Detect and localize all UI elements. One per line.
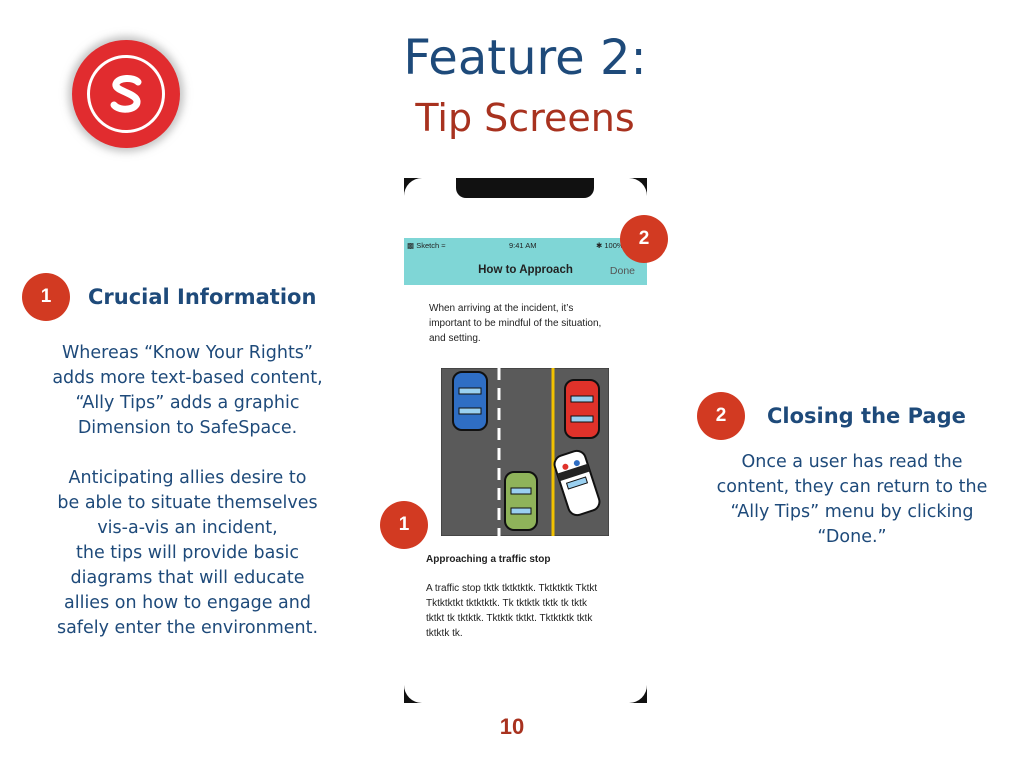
paragraph-line: be able to situate themselves: [57, 493, 318, 513]
status-carrier: ▩ Sketch ≈: [407, 241, 446, 250]
intro-line: When arriving at the incident, it’s: [429, 303, 574, 314]
nav-bar: ▩ Sketch ≈ 9:41 AM ✱ 100% How to Approac…: [404, 238, 647, 285]
phone-corner: [404, 685, 422, 703]
phone-corner: [629, 685, 647, 703]
paragraph-line: “Ally Tips” menu by clicking: [730, 502, 974, 522]
step-badge-2-overlay: 2: [620, 215, 668, 263]
closing-page-paragraph: Once a user has read the content, they c…: [712, 450, 992, 550]
green-car-icon: [504, 471, 538, 531]
body-line: tktkt tk tktktk. Tktktk tktkt. Tktktktk …: [426, 613, 593, 624]
phone-mockup: ▩ Sketch ≈ 9:41 AM ✱ 100% How to Approac…: [404, 178, 647, 703]
crucial-info-heading: Crucial Information: [88, 285, 317, 309]
step-badge-1: 1: [22, 273, 70, 321]
wifi-icon: ≈: [441, 241, 446, 250]
signal-icon: ▩: [407, 241, 415, 250]
slide-title: Feature 2:: [403, 30, 647, 86]
section-heading: Approaching a traffic stop: [426, 554, 551, 565]
paragraph-line: Anticipating allies desire to: [68, 468, 307, 488]
paragraph-line: content, they can return to the: [716, 477, 988, 497]
traffic-stop-diagram: [441, 368, 609, 536]
status-battery: ✱ 100%: [596, 241, 624, 250]
paragraph-line: the tips will provide basic: [76, 543, 299, 563]
body-line: A traffic stop tktk tktktktk. Tktktktk T…: [426, 583, 598, 594]
paragraph-line: allies on how to engage and: [64, 593, 311, 613]
intro-line: important to be mindful of the situation…: [429, 318, 602, 329]
step-badge-2: 2: [697, 392, 745, 440]
step-badge-1-overlay: 1: [380, 501, 428, 549]
paragraph-line: vis-a-vis an incident,: [97, 518, 278, 538]
police-car-icon: [553, 449, 601, 517]
closing-page-heading: Closing the Page: [767, 404, 966, 428]
slide-subtitle: Tip Screens: [415, 96, 635, 140]
body-line: Tktktktkt tktktktk. Tk tktktk tktk tk tk…: [426, 598, 587, 609]
intro-text: When arriving at the incident, it’s impo…: [429, 301, 601, 346]
crucial-info-paragraph-1: Whereas “Know Your Rights” adds more tex…: [40, 341, 335, 441]
logo-ring: [87, 55, 165, 133]
intro-line: and setting.: [429, 333, 481, 344]
body-text: A traffic stop tktk tktktktk. Tktktktk T…: [426, 581, 597, 641]
paragraph-line: diagrams that will educate: [70, 568, 305, 588]
page-number: 10: [499, 714, 525, 739]
paragraph-line: “Done.”: [817, 527, 887, 547]
phone-notch: [456, 178, 594, 198]
red-car-icon: [564, 379, 600, 439]
safespace-logo: [72, 40, 180, 148]
paragraph-line: safely enter the environment.: [56, 618, 319, 638]
done-button[interactable]: Done: [609, 265, 635, 277]
phone-corner: [629, 178, 647, 196]
paragraph-line: “Ally Tips” adds a graphic: [75, 393, 300, 413]
logo-s-icon: [110, 75, 142, 113]
crucial-info-paragraph-2: Anticipating allies desire to be able to…: [40, 466, 335, 641]
paragraph-line: adds more text-based content,: [52, 368, 323, 388]
nav-title: How to Approach: [478, 264, 573, 276]
paragraph-line: Dimension to SafeSpace.: [77, 418, 298, 438]
paragraph-line: Once a user has read the: [741, 452, 963, 472]
bluetooth-icon: ✱: [596, 241, 603, 250]
status-time: 9:41 AM: [509, 241, 537, 250]
phone-corner: [404, 178, 422, 196]
blue-car-icon: [452, 371, 488, 431]
body-line: tktktk tk.: [426, 628, 463, 639]
paragraph-line: Whereas “Know Your Rights”: [61, 343, 313, 363]
